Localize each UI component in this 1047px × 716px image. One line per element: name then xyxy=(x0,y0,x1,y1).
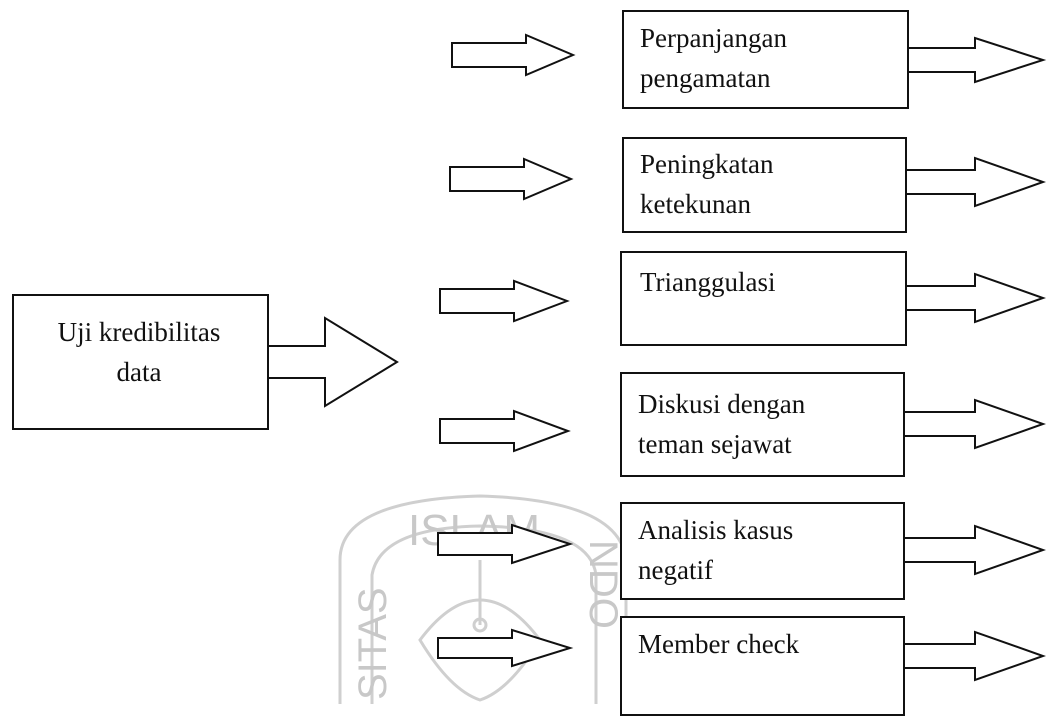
technique-box-5 xyxy=(620,502,905,600)
technique-1-line2: pengamatan xyxy=(640,63,771,93)
technique-2-line1: Peningkatan xyxy=(640,149,774,179)
right-arrow-2 xyxy=(904,156,1047,208)
technique-label-2: Peningkatan ketekunan xyxy=(640,144,773,224)
left-arrow-3 xyxy=(439,279,570,323)
left-arrow-2 xyxy=(449,157,574,201)
technique-label-5: Analisis kasus negatif xyxy=(638,510,793,590)
right-arrow-5 xyxy=(902,524,1047,576)
right-arrow-6 xyxy=(902,630,1047,682)
technique-box-6 xyxy=(620,616,905,716)
left-arrow-1 xyxy=(451,33,576,77)
technique-3-line1: Trianggulasi xyxy=(640,267,776,297)
technique-label-3: Trianggulasi xyxy=(640,262,776,302)
watermark-left-text: SITAS xyxy=(351,587,395,700)
technique-6-line1: Member check xyxy=(638,629,800,659)
technique-4-line2: teman sejawat xyxy=(638,429,792,459)
technique-label-1: Perpanjangan pengamatan xyxy=(640,18,787,98)
right-arrow-3 xyxy=(904,272,1047,324)
source-label: Uji kredibilitas data xyxy=(12,312,266,392)
left-arrow-5 xyxy=(437,523,574,565)
source-arrow xyxy=(267,316,399,408)
technique-box-3 xyxy=(620,251,907,346)
technique-label-6: Member check xyxy=(638,624,799,664)
technique-label-4: Diskusi dengan teman sejawat xyxy=(638,384,805,464)
technique-4-line1: Diskusi dengan xyxy=(638,389,806,419)
technique-box-2 xyxy=(622,137,907,233)
source-label-line1: Uji kredibilitas xyxy=(57,317,221,347)
technique-5-line1: Analisis kasus xyxy=(638,515,794,545)
right-arrow-4 xyxy=(902,398,1047,450)
left-arrow-6 xyxy=(437,628,574,668)
technique-5-line2: negatif xyxy=(638,555,713,585)
right-arrow-1 xyxy=(906,36,1047,84)
technique-2-line2: ketekunan xyxy=(640,189,751,219)
source-label-line2: data xyxy=(116,357,162,387)
left-arrow-4 xyxy=(439,409,571,453)
watermark-right-text: NDO xyxy=(581,540,625,629)
technique-box-4 xyxy=(620,372,905,477)
source-box xyxy=(12,294,269,430)
technique-box-1 xyxy=(622,10,909,109)
technique-1-line1: Perpanjangan xyxy=(640,23,787,53)
